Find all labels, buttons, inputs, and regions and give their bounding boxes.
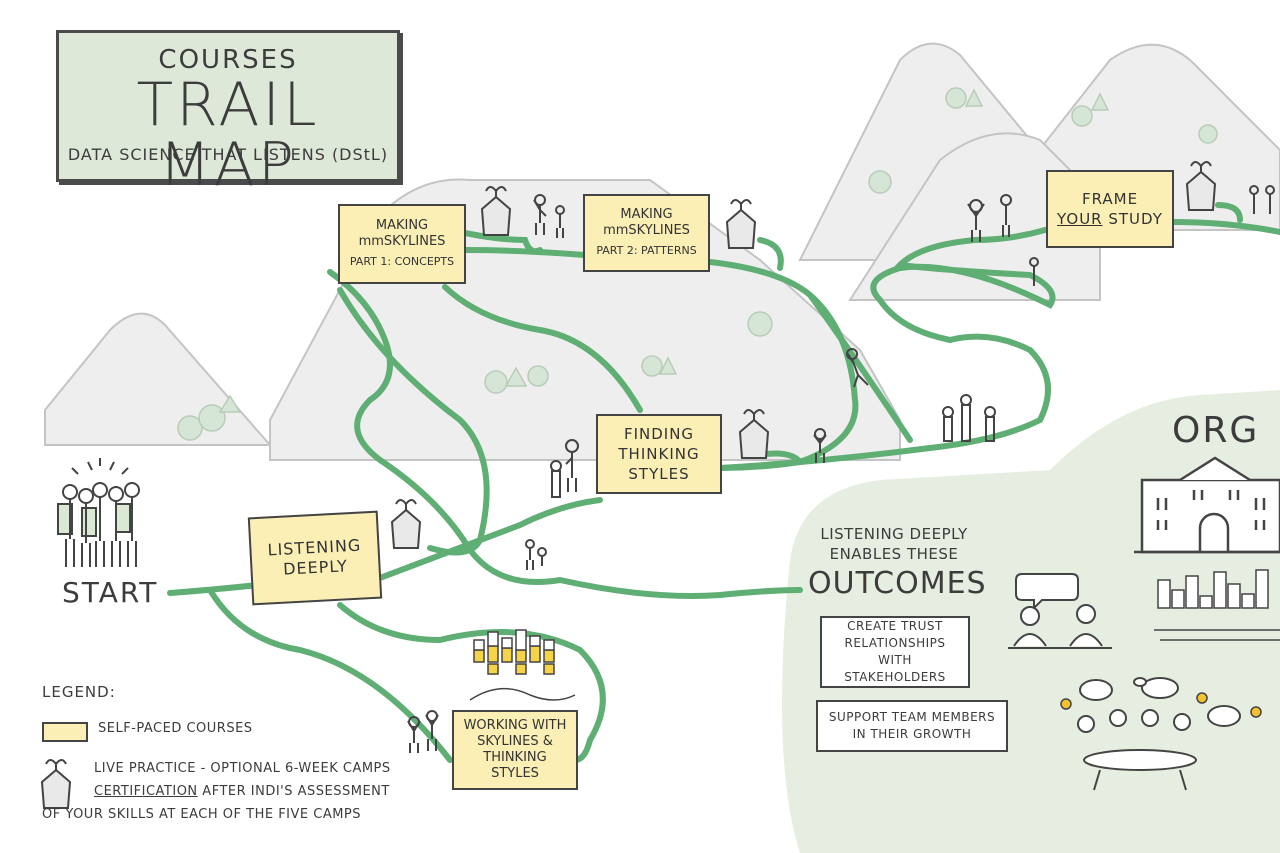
hiker-icon xyxy=(407,185,1275,753)
speech-bubble-icon xyxy=(1008,573,1241,791)
outcome-box-trust: CREATE TRUST RELATIONSHIPS WITH STAKEHOL… xyxy=(820,616,970,688)
course-title: LISTENING DEEPLY xyxy=(267,535,362,579)
legend-self-paced: SELF-PACED COURSES xyxy=(98,721,253,736)
legend-live-line1: LIVE PRACTICE - OPTIONAL 6-WEEK CAMPS xyxy=(94,761,391,776)
course-card-skylines-part1[interactable]: MAKING mmSKYLINES PART 1: CONCEPTS xyxy=(338,204,466,284)
course-card-frame-your-study[interactable]: FRAME YOUR STUDY xyxy=(1046,170,1174,248)
course-part: PART 1: CONCEPTS xyxy=(349,255,455,268)
trail-paths xyxy=(167,202,1280,763)
start-hiker-group xyxy=(57,458,140,567)
course-title-line2: STUDY xyxy=(1102,210,1163,228)
title-subtitle: DATA SCIENCE THAT LISTENS (DStL) xyxy=(67,145,389,164)
course-part: PART 2: PATTERNS xyxy=(596,244,697,257)
course-card-working-with-skylines[interactable]: WORKING WITH SKYLINES & THINKING STYLES xyxy=(452,710,578,790)
page-title: TRAIL MAP xyxy=(136,70,320,200)
legend-title: LEGEND: xyxy=(42,683,116,701)
tree-icon xyxy=(177,87,1218,441)
course-title: MAKING mmSKYLINES xyxy=(603,207,690,238)
course-title: MAKING mmSKYLINES xyxy=(358,218,446,249)
title-kicker: COURSES xyxy=(158,45,298,75)
outcome-text: SUPPORT TEAM MEMBERS IN THEIR GROWTH xyxy=(828,710,996,741)
org-skyline-chart-icon xyxy=(1154,569,1280,641)
legend-certification-rest: AFTER INDI'S ASSESSMENT xyxy=(197,784,390,799)
legend-swatch-self-paced xyxy=(42,722,88,742)
outcome-text: CREATE TRUST RELATIONSHIPS WITH STAKEHOL… xyxy=(844,619,946,684)
course-card-finding-thinking-styles[interactable]: FINDING THINKING STYLES xyxy=(596,414,722,494)
legend-certification-word: CERTIFICATION xyxy=(94,784,198,799)
course-title-emphasis: YOUR xyxy=(1057,210,1103,228)
course-title: FINDING THINKING STYLES xyxy=(618,425,700,483)
course-card-listening-deeply[interactable]: LISTENING DEEPLY xyxy=(247,510,383,606)
camp-tent-icon xyxy=(40,161,1217,809)
legend-live-practice: LIVE PRACTICE - OPTIONAL 6-WEEK CAMPS CE… xyxy=(42,757,424,826)
org-label: ORG xyxy=(1172,410,1260,451)
start-label: START xyxy=(62,576,159,609)
outcomes-intro: LISTENING DEEPLY ENABLES THESE xyxy=(820,525,968,563)
lightbulb-icon xyxy=(1060,692,1262,718)
course-title: WORKING WITH SKYLINES & THINKING STYLES xyxy=(463,718,567,781)
outcome-box-growth: SUPPORT TEAM MEMBERS IN THEIR GROWTH xyxy=(816,700,1008,752)
title-sign: COURSES TRAIL MAP DATA SCIENCE THAT LIST… xyxy=(56,30,400,195)
skyline-chart-icon xyxy=(469,629,576,701)
building-icon xyxy=(1134,456,1280,554)
legend-live-line3: OF YOUR SKILLS AT EACH OF THE FIVE CAMPS xyxy=(42,807,362,822)
outcomes-title: OUTCOMES xyxy=(808,566,987,601)
course-title-line1: FRAME xyxy=(1081,190,1139,208)
course-card-skylines-part2[interactable]: MAKING mmSKYLINES PART 2: PATTERNS xyxy=(583,194,710,272)
